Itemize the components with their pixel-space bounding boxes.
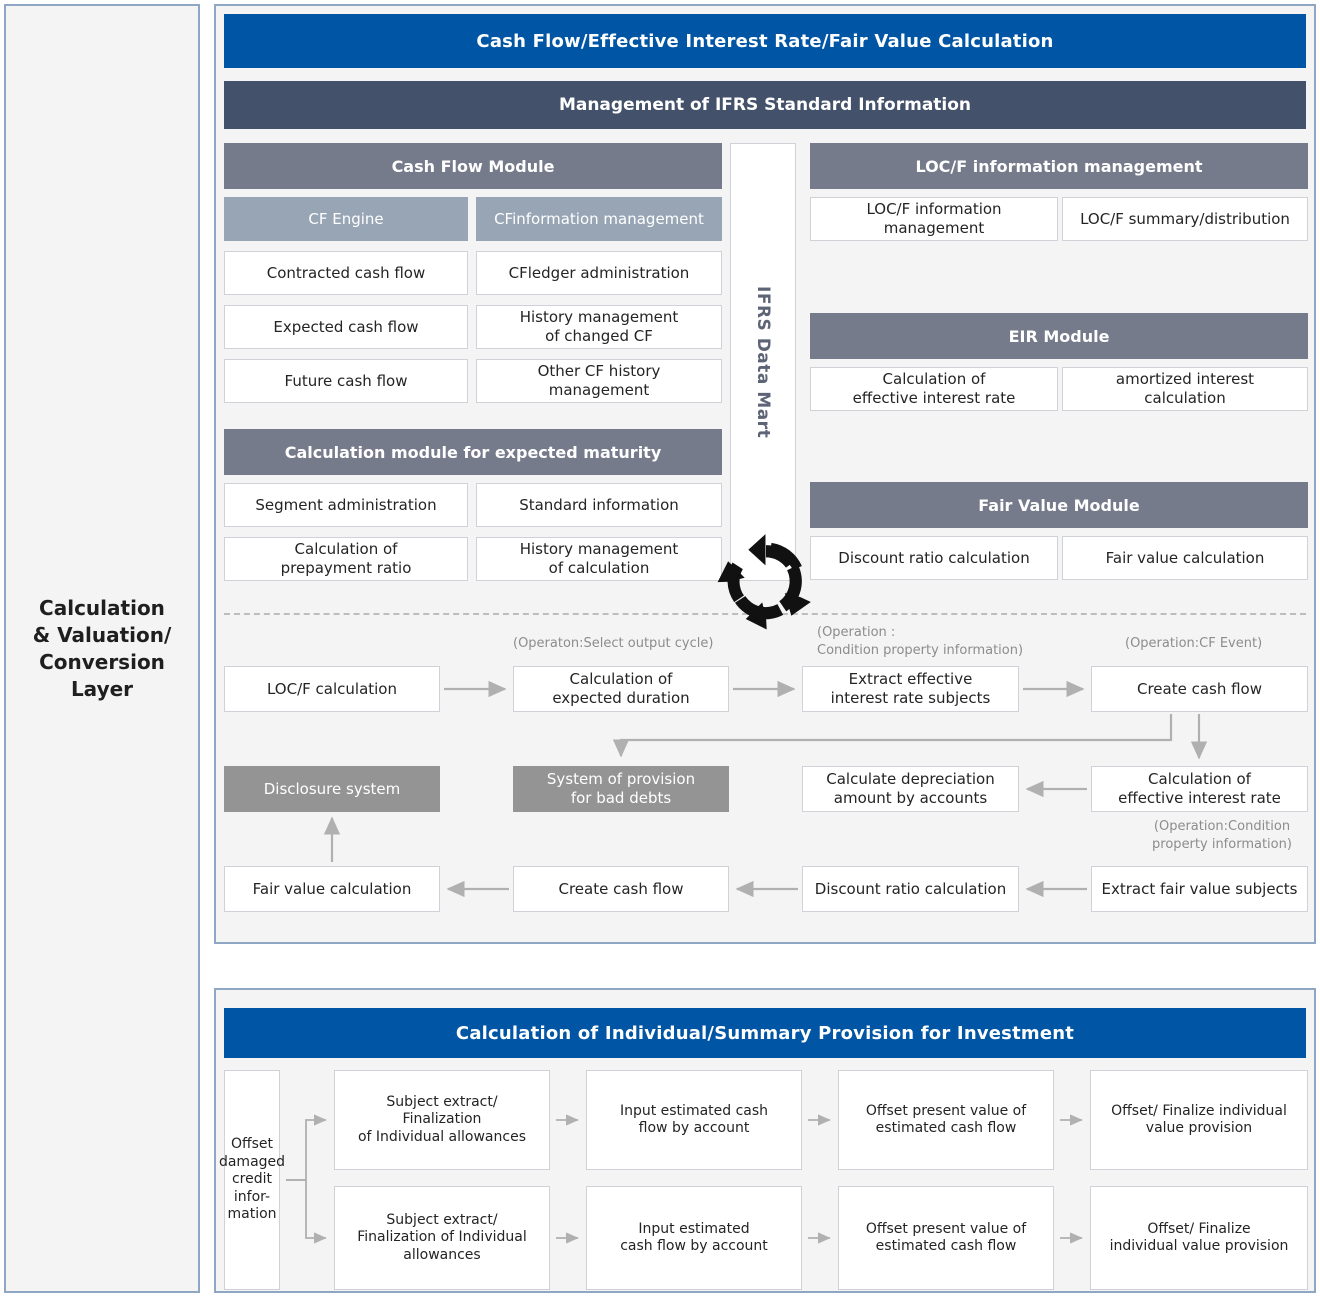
top-banner-title: Cash Flow/Effective Interest Rate/Fair V… (224, 14, 1306, 68)
cell-contracted-cash-flow[interactable]: Contracted cash flow (224, 251, 468, 295)
caption-condition-property-information-top: (Operation :Condition property informati… (817, 625, 1024, 658)
cash-flow-module-header: Cash Flow Module (224, 143, 722, 189)
cell-locf-summary-distribution[interactable]: LOC/F summary/distribution (1062, 197, 1308, 241)
flow-discount-ratio-calculation[interactable]: Discount ratio calculation (802, 866, 1019, 912)
eir-module-header: EIR Module (810, 313, 1308, 359)
caption-cf-event: (Operation:CF Event) (1125, 636, 1263, 651)
fair-value-module-header: Fair Value Module (810, 482, 1308, 528)
bottom-row2-subject-extract[interactable]: Subject extract/Finalization of Individu… (334, 1186, 550, 1290)
cell-standard-information[interactable]: Standard information (476, 483, 722, 527)
cf-information-management-subheader: CFinformation management (476, 197, 722, 241)
refresh-cycle-icon (714, 530, 818, 634)
caption-select-output-cycle: (Operaton:Select output cycle) (513, 636, 714, 651)
cell-segment-administration[interactable]: Segment administration (224, 483, 468, 527)
locf-module-header: LOC/F information management (810, 143, 1308, 189)
cell-future-cash-flow[interactable]: Future cash flow (224, 359, 468, 403)
cell-expected-cash-flow[interactable]: Expected cash flow (224, 305, 468, 349)
cell-fair-value-calculation[interactable]: Fair value calculation (1062, 536, 1308, 580)
flow-create-cash-flow-top[interactable]: Create cash flow (1091, 666, 1308, 712)
cf-engine-subheader: CF Engine (224, 197, 468, 241)
flow-create-cash-flow-bottom[interactable]: Create cash flow (513, 866, 729, 912)
ifrs-data-mart-label: IFRS Data Mart (753, 285, 773, 439)
ifrs-standard-banner: Management of IFRS Standard Information (224, 81, 1306, 129)
ifrs-data-mart-panel: IFRS Data Mart (730, 143, 796, 581)
bottom-banner-title: Calculation of Individual/Summary Provis… (224, 1008, 1306, 1058)
flow-locf-calculation[interactable]: LOC/F calculation (224, 666, 440, 712)
cell-discount-ratio-calculation[interactable]: Discount ratio calculation (810, 536, 1058, 580)
expected-maturity-module-header: Calculation module for expected maturity (224, 429, 722, 475)
flow-disclosure-system[interactable]: Disclosure system (224, 766, 440, 812)
flow-fair-value-calculation[interactable]: Fair value calculation (224, 866, 440, 912)
cell-cfledger-administration[interactable]: CFledger administration (476, 251, 722, 295)
flow-extract-fair-value-subjects[interactable]: Extract fair value subjects (1091, 866, 1308, 912)
